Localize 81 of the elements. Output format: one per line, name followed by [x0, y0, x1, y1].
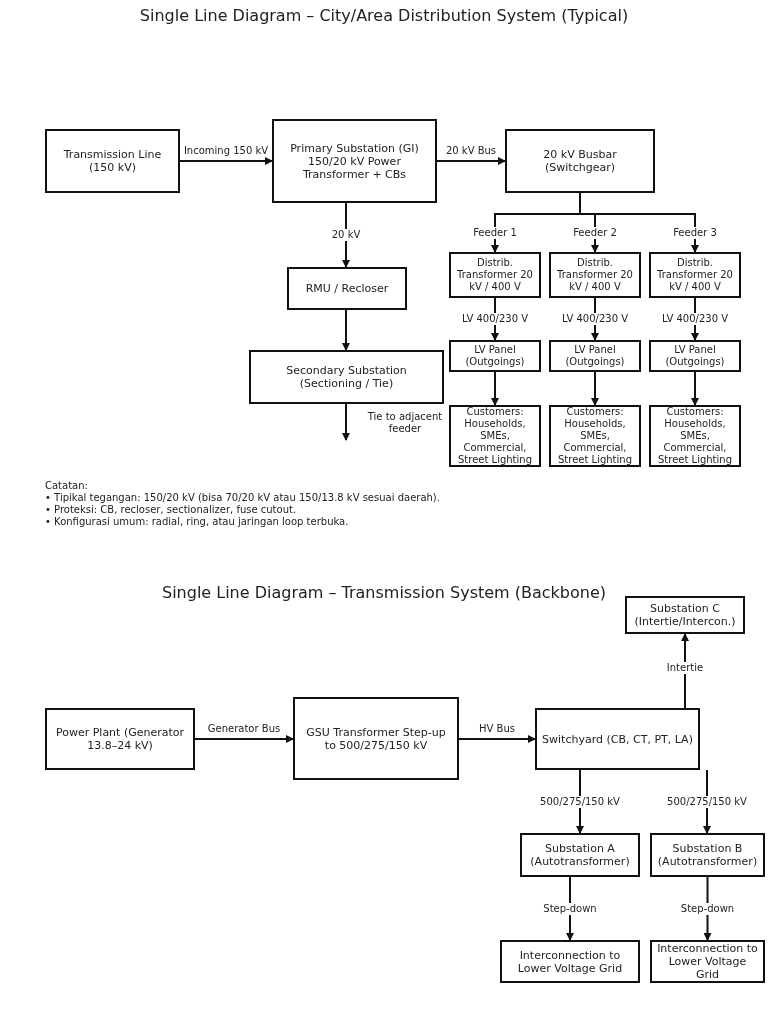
- box-label: Power Plant (Generator 13.8–24 kV): [54, 726, 186, 752]
- process-box: [45, 129, 180, 193]
- box-label: Distrib. Transformer 20 kV / 400 V: [556, 257, 634, 293]
- process-box: [449, 252, 541, 298]
- box-label: Secondary Substation (Sectioning / Tie): [285, 364, 408, 390]
- process-box: [500, 940, 640, 983]
- process-box: [449, 405, 541, 467]
- connector-arrow: [576, 769, 584, 834]
- note-text: • Konfigurasi umum: radial, ring, atau jaringan loop terbuka.: [45, 516, 349, 528]
- process-box: [549, 405, 641, 467]
- edge-label: 20 kV Bus: [443, 145, 499, 157]
- process-box: [535, 708, 700, 770]
- box-label: GSU Transformer Step-up to 500/275/150 kV: [305, 725, 447, 752]
- box-label: Substation C (Intertie/Intercon.): [633, 602, 737, 628]
- connector-arrow: [491, 371, 499, 406]
- connector-arrow: [179, 157, 273, 165]
- box-label: LV Panel (Outgoings): [464, 344, 526, 368]
- box-label: LV Panel (Outgoings): [664, 344, 726, 368]
- box-label: Distrib. Transformer 20 kV / 400 V: [656, 257, 734, 293]
- box-label: Interconnection to Lower Voltage Grid: [516, 948, 624, 975]
- process-box: [650, 833, 765, 877]
- process-box: [650, 940, 765, 983]
- edge-label: Feeder 3: [671, 227, 719, 239]
- edge-label: Step-down: [541, 902, 599, 915]
- process-box: [505, 129, 655, 193]
- note-text: Catatan:: [45, 480, 88, 492]
- connector-arrow: [436, 157, 506, 165]
- box-label: Substation A (Autotransformer): [529, 842, 631, 868]
- connector-arrow: [194, 735, 294, 743]
- note-text: • Tipikal tegangan: 150/20 kV (bisa 70/20 kV atau 150/13.8 kV sesuai daerah).: [45, 492, 440, 504]
- connector-arrow: [703, 876, 712, 941]
- edge-label: HV Bus: [477, 723, 517, 735]
- edge-label: LV 400/230 V: [559, 313, 631, 325]
- box-label: Substation B (Autotransformer): [656, 842, 759, 868]
- edge-label: Feeder 2: [571, 227, 619, 239]
- edge-label: 500/275/150 kV: [665, 795, 749, 808]
- process-box: [272, 119, 437, 203]
- process-box: [649, 340, 741, 372]
- connector-arrow: [342, 403, 350, 441]
- edge-label: Feeder 1: [471, 227, 519, 239]
- box-label: Customers: Households, SMEs, Commercial, Street Lighting: [557, 406, 633, 466]
- edge-label: LV 400/230 V: [459, 313, 531, 325]
- box-label: LV Panel (Outgoings): [564, 344, 626, 368]
- process-box: [449, 340, 541, 372]
- process-box: [520, 833, 640, 877]
- box-label: Distrib. Transformer 20 kV / 400 V: [456, 257, 534, 293]
- diagram-title: Single Line Diagram – City/Area Distribution System (Typical): [139, 6, 629, 25]
- edge-label: Intertie: [664, 662, 706, 674]
- process-box: [293, 697, 459, 780]
- process-box: [649, 405, 741, 467]
- section-title: Single Line Diagram – Transmission System (Backbone): [162, 583, 606, 602]
- connector-arrow: [342, 309, 350, 351]
- connector-arrow: [681, 633, 689, 709]
- process-box: [287, 267, 407, 310]
- box-label: Transmission Line (150 kV): [62, 148, 163, 174]
- edge-label: Generator Bus: [205, 723, 283, 735]
- process-box: [45, 708, 195, 770]
- edge-label: LV 400/230 V: [659, 313, 731, 325]
- box-label: Switchyard (CB, CT, PT, LA): [542, 732, 693, 746]
- edge-label: Incoming 150 kV: [181, 145, 271, 157]
- process-box: [649, 252, 741, 298]
- connector-arrow: [579, 192, 699, 253]
- box-label: Customers: Households, SMEs, Commercial, Street Lighting: [457, 406, 533, 466]
- edge-label: 500/275/150 kV: [538, 795, 622, 808]
- note-text: • Proteksi: CB, recloser, sectionalizer, fuse cutout.: [45, 504, 297, 516]
- connector-arrow: [458, 735, 536, 743]
- process-box: [249, 350, 444, 404]
- box-label: 20 kV Busbar (Switchgear): [542, 148, 618, 174]
- connector-arrow: [566, 876, 574, 941]
- connector-arrow: [691, 371, 699, 406]
- box-label: Customers: Households, SMEs, Commercial, Street Lighting: [657, 406, 733, 466]
- edge-label: Step-down: [678, 902, 737, 915]
- process-box: [549, 340, 641, 372]
- box-label: Primary Substation (GI) 150/20 kV Power Transformer + CBs: [289, 141, 420, 181]
- connector-arrow: [703, 769, 711, 834]
- process-box: [549, 252, 641, 298]
- box-label: RMU / Recloser: [305, 282, 389, 295]
- connector-arrow: [591, 371, 599, 406]
- edge-label: 20 kV: [329, 229, 363, 241]
- process-box: [625, 596, 745, 634]
- box-label: Interconnection to Lower Voltage Grid: [656, 942, 759, 981]
